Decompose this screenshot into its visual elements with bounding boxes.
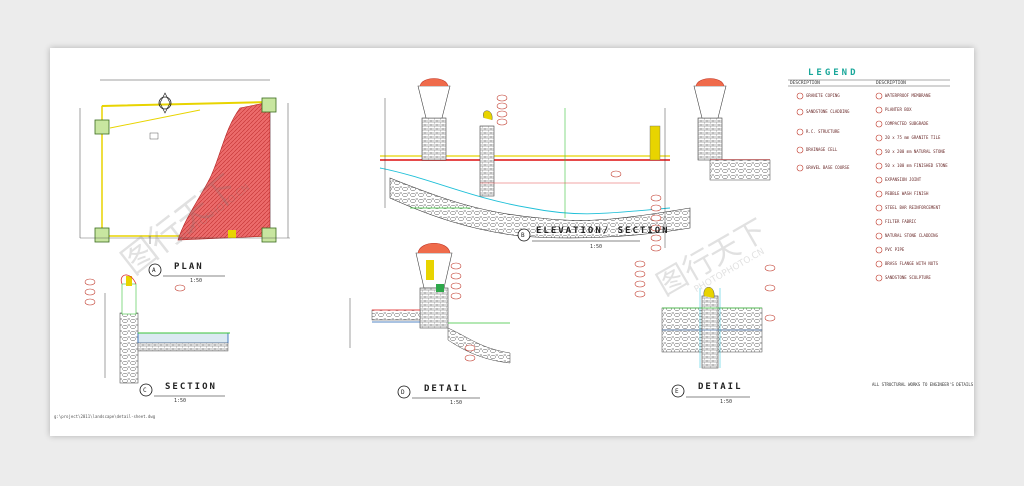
- section-title: SECTION: [165, 382, 217, 392]
- plan-marker: A: [152, 267, 156, 274]
- elevation-marker: B: [521, 232, 525, 239]
- elevation-title: ELEVATION/ SECTION: [536, 226, 670, 236]
- legend-item: FILTER FABRIC: [885, 219, 917, 224]
- detail-e-marker: E: [675, 388, 679, 395]
- legend-item: NATURAL STONE CLADDING: [885, 233, 938, 238]
- legend-item: SANDSTONE CLADDING: [806, 109, 850, 114]
- detail-d-marker: D: [401, 389, 405, 396]
- cad-drawing: [79, 78, 950, 399]
- section-marker: C: [143, 387, 147, 394]
- section-scale: 1:50: [174, 398, 187, 404]
- elevation-scale: 1:50: [590, 244, 603, 250]
- plan-view: [79, 79, 290, 277]
- file-path: g:\project\2011\landscape\detail-sheet.d…: [54, 414, 156, 419]
- detail-d-scale: 1:50: [450, 400, 463, 406]
- drawing-sheet: A PLAN 1:50 B ELEVATION/ SECTION 1:50 C …: [50, 48, 974, 436]
- legend-item: 50 x 200 mm NATURAL STONE: [885, 149, 946, 154]
- detail-e-view: [661, 287, 763, 398]
- legend-item: STEEL BAR REINFORCEMENT: [885, 205, 941, 210]
- legend-item: PLANTER BOX: [885, 107, 912, 112]
- plan-title: PLAN: [174, 262, 204, 272]
- plan-scale: 1:50: [190, 278, 203, 284]
- legend-item: PEBBLE WASH FINISH: [885, 191, 929, 196]
- legend-item: COMPACTED SUBGRADE: [885, 121, 929, 126]
- legend-item: WATERPROOF MEMBRANE: [885, 93, 931, 98]
- detail-e-title: DETAIL: [698, 382, 743, 392]
- legend-item: 20 x 75 mm GRANITE TILE: [885, 135, 941, 140]
- legend-title: LEGEND: [808, 68, 859, 78]
- detail-e-scale: 1:50: [720, 399, 733, 405]
- section-view: [104, 274, 230, 397]
- legend-col1: DESCRIPTION: [790, 81, 820, 86]
- legend-item: GRANITE COPING: [806, 93, 840, 98]
- legend-item: EXPANSION JOINT: [885, 177, 922, 182]
- detail-d-title: DETAIL: [424, 384, 469, 394]
- general-notes: ALL STRUCTURAL WORKS TO ENGINEER'S DETAI…: [872, 382, 974, 387]
- legend-item: DRAINAGE CELL: [806, 147, 838, 152]
- legend-item: GRAVEL BASE COURSE: [806, 165, 850, 170]
- legend-item: SANDSTONE SCULPTURE: [885, 275, 931, 280]
- elevation-view: [379, 78, 771, 248]
- legend-bullets: [796, 92, 883, 282]
- legend-col2: DESCRIPTION: [876, 81, 906, 86]
- legend-item: R.C. STRUCTURE: [806, 129, 840, 134]
- legend-item: BRASS FLANGE WITH NUTS: [885, 261, 938, 266]
- detail-d-view: [349, 242, 511, 399]
- legend-item: 50 x 100 mm FINISHED STONE: [885, 163, 948, 168]
- legend-item: PVC PIPE: [885, 247, 905, 252]
- callouts: [84, 94, 776, 362]
